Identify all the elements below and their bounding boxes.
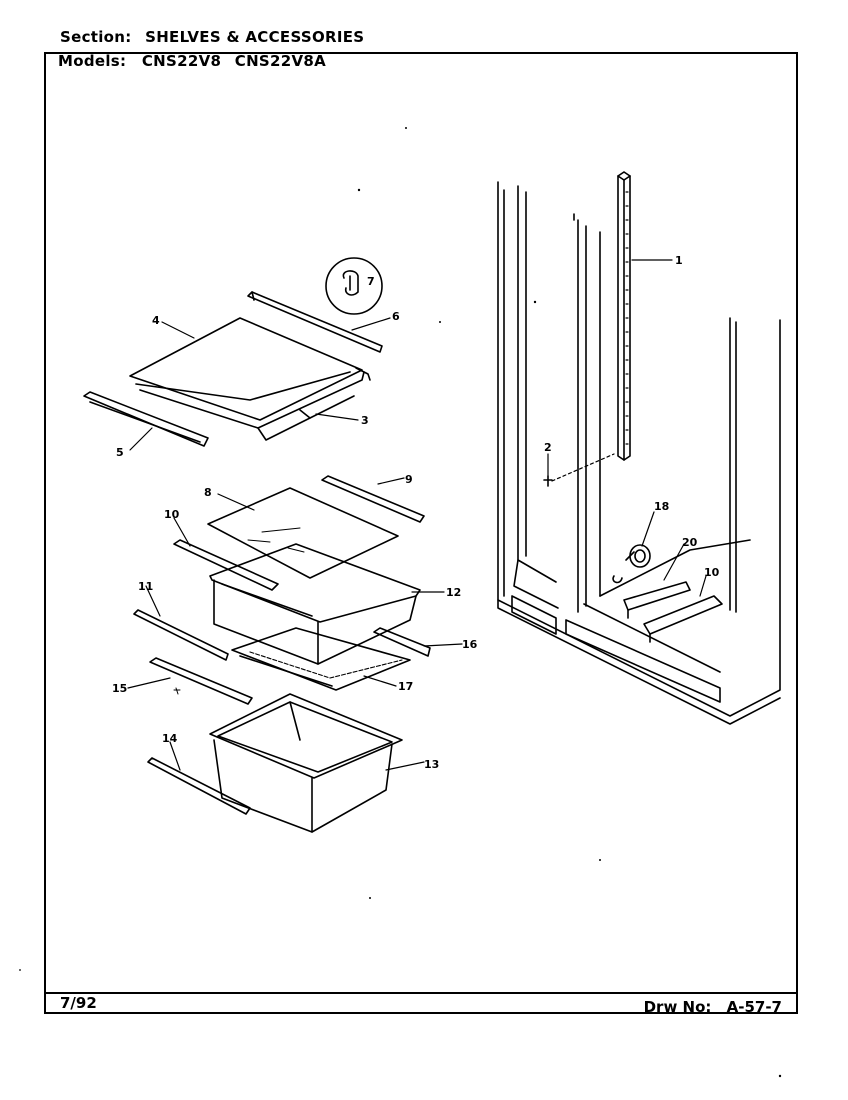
models-line: Models: CNS22V8 CNS22V8A bbox=[58, 52, 326, 70]
callout-10b: 10 bbox=[704, 566, 720, 579]
callout-4: 4 bbox=[152, 314, 160, 327]
callout-5: 5 bbox=[116, 446, 124, 459]
callout-7: 7 bbox=[367, 275, 375, 288]
models-label: Models: bbox=[58, 52, 127, 70]
callout-15: 15 bbox=[112, 682, 127, 695]
section-line: Section: SHELVES & ACCESSORIES bbox=[60, 28, 364, 46]
callout-2: 2 bbox=[544, 441, 552, 454]
callout-6: 6 bbox=[392, 310, 400, 323]
callout-17: 17 bbox=[398, 680, 413, 693]
callout-12: 12 bbox=[446, 586, 461, 599]
section-value: SHELVES & ACCESSORIES bbox=[145, 28, 365, 46]
shelf-front-rail bbox=[83, 391, 209, 447]
side-rail-lower bbox=[147, 757, 251, 815]
diagram-frame: Models: CNS22V8 CNS22V8A 7/92 Drw No: A-… bbox=[44, 52, 798, 1016]
callout-14: 14 bbox=[162, 732, 178, 745]
cover-rear-rail bbox=[321, 475, 425, 523]
callout-1: 1 bbox=[675, 254, 683, 267]
side-rail-middle bbox=[149, 657, 253, 705]
footer-divider bbox=[46, 992, 796, 994]
footer-drawing-number: Drw No: A-57-7 bbox=[644, 998, 782, 1016]
callout-10: 10 bbox=[164, 508, 180, 521]
drawing-number: A-57-7 bbox=[726, 998, 782, 1016]
upper-crisper-pan bbox=[209, 543, 421, 665]
shelf-rear-rail bbox=[247, 291, 383, 353]
clip-detail bbox=[325, 257, 383, 315]
lower-crisper-pan bbox=[209, 693, 403, 833]
callout-11: 11 bbox=[138, 580, 153, 593]
model-2: CNS22V8A bbox=[234, 52, 327, 70]
glass-shelf bbox=[129, 317, 371, 441]
pan-slide-rail bbox=[373, 627, 431, 657]
model-1: CNS22V8 bbox=[141, 52, 222, 70]
fitting bbox=[612, 544, 651, 584]
cover-side-rail bbox=[173, 539, 279, 591]
footer-date: 7/92 bbox=[60, 994, 97, 1012]
scan-specks bbox=[19, 127, 782, 1078]
callout-20: 20 bbox=[682, 536, 698, 549]
pan-divider-tray bbox=[231, 627, 411, 691]
crisper-cover bbox=[207, 487, 399, 579]
callout-18: 18 bbox=[654, 500, 669, 513]
callout-13: 13 bbox=[424, 758, 439, 771]
leader-lines bbox=[127, 259, 707, 771]
shelf-ladder-rail bbox=[617, 171, 631, 461]
drawing-label: Drw No: bbox=[643, 998, 712, 1016]
callout-16: 16 bbox=[462, 638, 478, 651]
bracket-parts bbox=[623, 581, 723, 643]
cabinet-liner bbox=[497, 181, 781, 725]
callout-3: 3 bbox=[361, 414, 369, 427]
callout-8: 8 bbox=[204, 486, 212, 499]
callout-9: 9 bbox=[405, 473, 413, 486]
section-label: Section: bbox=[60, 28, 132, 46]
screw bbox=[543, 453, 615, 487]
side-rail-upper bbox=[133, 609, 229, 661]
